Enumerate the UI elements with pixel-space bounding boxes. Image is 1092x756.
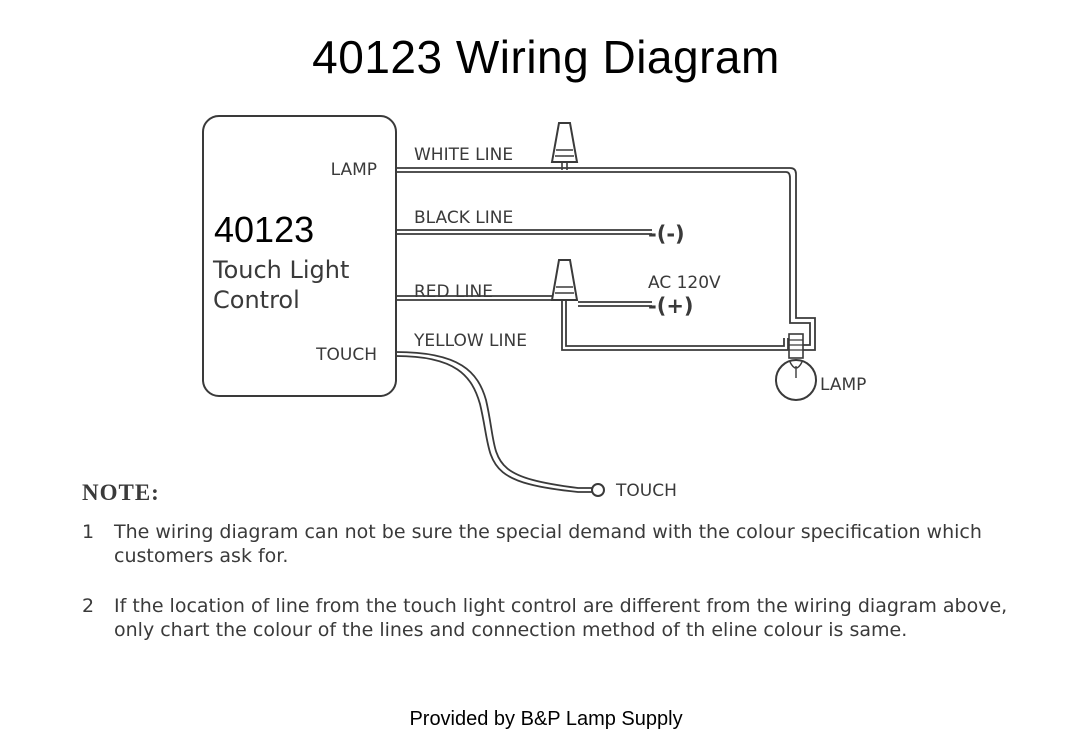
black-line-label: BLACK LINE: [414, 208, 513, 228]
diagram-title: 40123 Wiring Diagram: [312, 31, 780, 83]
positive-terminal-label: -(+): [648, 294, 694, 318]
white-wire: [396, 167, 816, 351]
wire-nut-white-icon: [550, 122, 579, 170]
note-item-text: The wiring diagram can not be sure the s…: [114, 521, 982, 567]
control-name-line2: Control: [213, 286, 300, 314]
note-heading: NOTE:: [82, 480, 160, 505]
touch-control-box: [202, 115, 397, 397]
red-line-label: RED LINE: [414, 282, 493, 302]
yellow-wire: [395, 351, 592, 493]
black-wire: [396, 229, 652, 235]
supply-voltage-label: AC 120V: [648, 273, 721, 293]
negative-terminal-label: -(-): [648, 222, 685, 246]
footer-credit: Provided by B&P Lamp Supply: [409, 708, 683, 730]
port-touch-label: TOUCH: [315, 345, 377, 365]
lamp-supply-wire: [561, 300, 789, 351]
note-item: 2 If the location of line from the touch…: [82, 594, 1042, 642]
yellow-line-label: YELLOW LINE: [413, 331, 527, 351]
touch-terminal-label: TOUCH: [615, 481, 677, 501]
port-lamp-label: LAMP: [331, 160, 377, 180]
wire-nut-red-icon: [550, 259, 579, 301]
lamp-label: LAMP: [820, 375, 866, 395]
white-line-label: WHITE LINE: [414, 145, 513, 165]
lamp-bulb-icon: [775, 333, 817, 401]
note-item: 1 The wiring diagram can not be sure the…: [82, 520, 1042, 568]
touch-terminal-icon: [591, 483, 605, 497]
note-item-number: 2: [82, 595, 95, 617]
note-item-text: If the location of line from the touch l…: [114, 595, 1008, 641]
note-item-number: 1: [82, 521, 95, 543]
control-name-line1: Touch Light: [212, 256, 349, 284]
control-model-number: 40123: [214, 209, 314, 250]
red-wire: [396, 295, 652, 307]
